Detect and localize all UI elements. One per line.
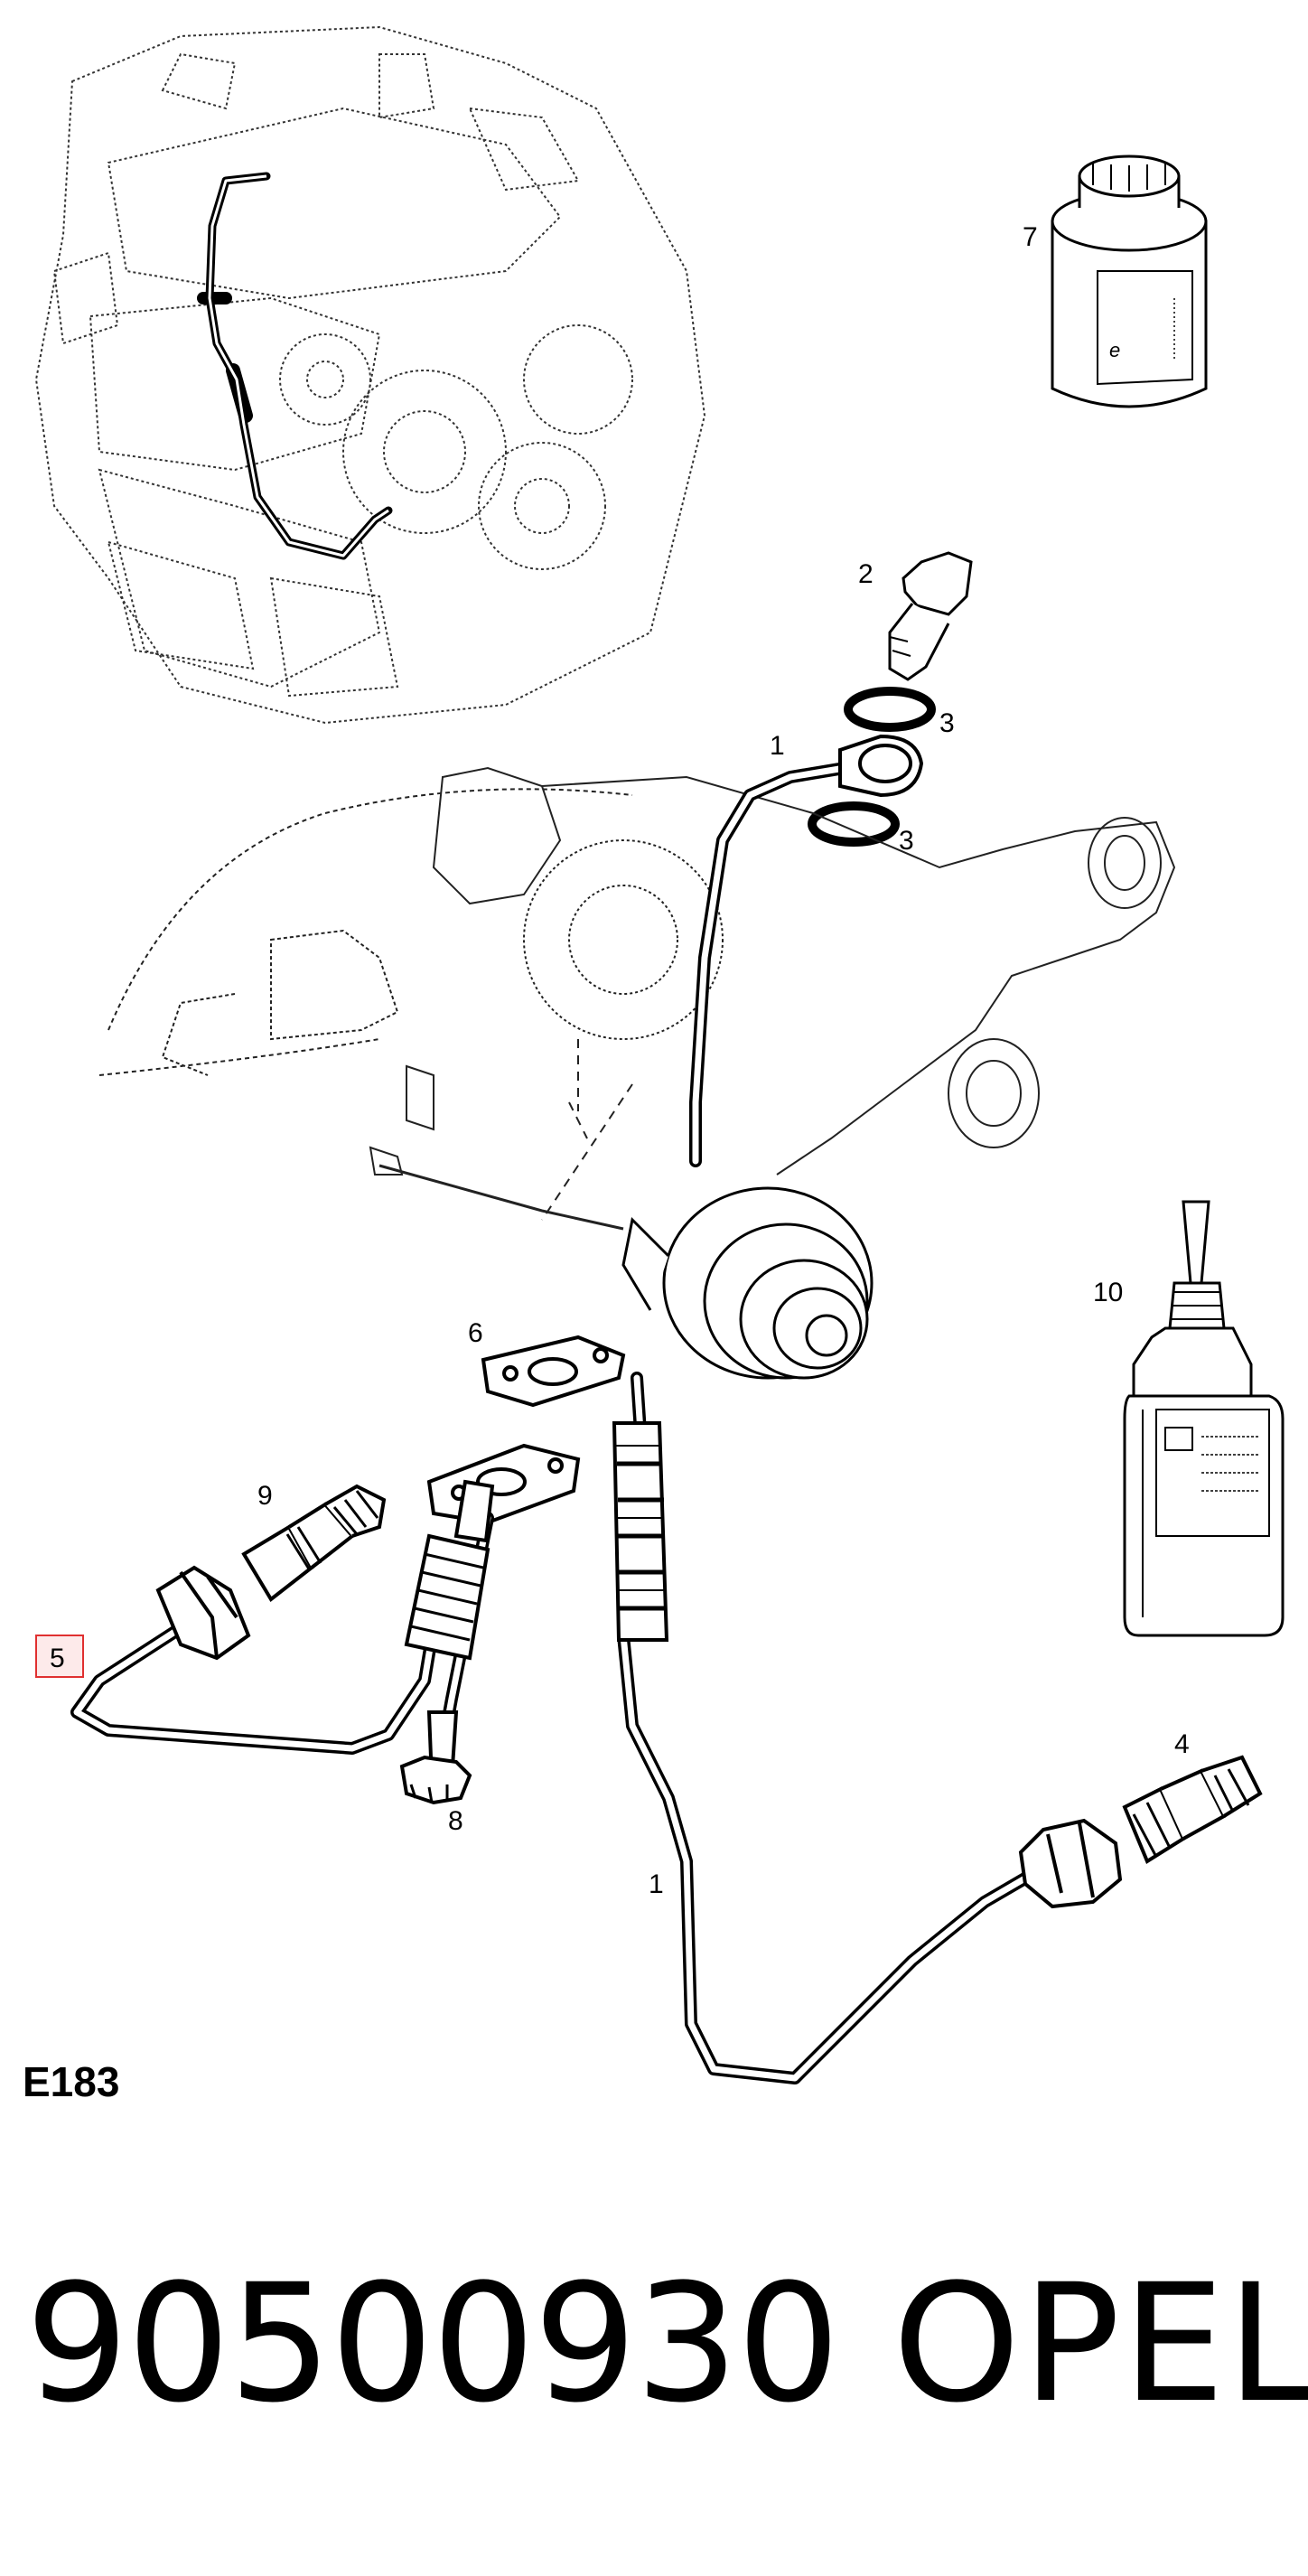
callout-6: 6: [468, 1318, 483, 1348]
adapter-part-4: [1122, 1755, 1263, 1864]
callout-3-lower: 3: [899, 826, 914, 856]
callout-7: 7: [1023, 222, 1038, 252]
part-number: 90500930: [25, 2250, 840, 2439]
oil-feed-pipe-upper-inner: [692, 764, 848, 1165]
callout-8: 8: [448, 1806, 463, 1836]
return-pipe-union-nut: [155, 1565, 251, 1661]
footer: 90500930 OPEL: [0, 2241, 1308, 2449]
engine-overview-illustration: [34, 25, 706, 725]
brand-name: OPEL: [892, 2250, 1308, 2439]
sealing-washers-part-3: [808, 687, 936, 847]
callout-9: 9: [257, 1481, 273, 1511]
oil-feed-pipe-lower-part-1: [617, 1372, 1045, 2084]
banjo-bolt-part-2: [888, 551, 973, 681]
callout-2: 2: [858, 559, 874, 589]
callout-5: 5: [50, 1644, 65, 1673]
oil-feed-pipe-upper-part-1: [689, 762, 851, 1167]
callout-1-lower: 1: [649, 1869, 664, 1899]
sealant-tin-part-7: e: [1051, 155, 1208, 408]
svg-text:e: e: [1109, 339, 1120, 361]
callout-3-upper: 3: [939, 708, 955, 738]
union-adapter-part-9: [241, 1484, 387, 1602]
banjo-fitting-eye: [838, 734, 924, 798]
return-pipe-bellows: [404, 1479, 495, 1661]
callout-4: 4: [1174, 1729, 1190, 1759]
gasket-part-6: [481, 1335, 626, 1408]
bolt-part-8: [399, 1710, 472, 1805]
engine-oil-line-inner: [208, 174, 389, 557]
feed-pipe-sleeve: [612, 1421, 669, 1642]
turbocharger-illustration: [98, 766, 1176, 1231]
turbo-oil-pulley: [621, 1186, 874, 1380]
sealant-bottle-part-10: [1123, 1200, 1285, 1637]
diagram-code: E183: [23, 2058, 119, 2105]
feed-pipe-union-nut: [1018, 1818, 1123, 1909]
engine-highlighted-oil-line: [197, 172, 393, 560]
callout-5-highlight-box: [35, 1635, 84, 1678]
flange-gasket: [426, 1443, 581, 1525]
callout-1-upper: 1: [770, 731, 785, 761]
callout-10: 10: [1093, 1278, 1123, 1307]
